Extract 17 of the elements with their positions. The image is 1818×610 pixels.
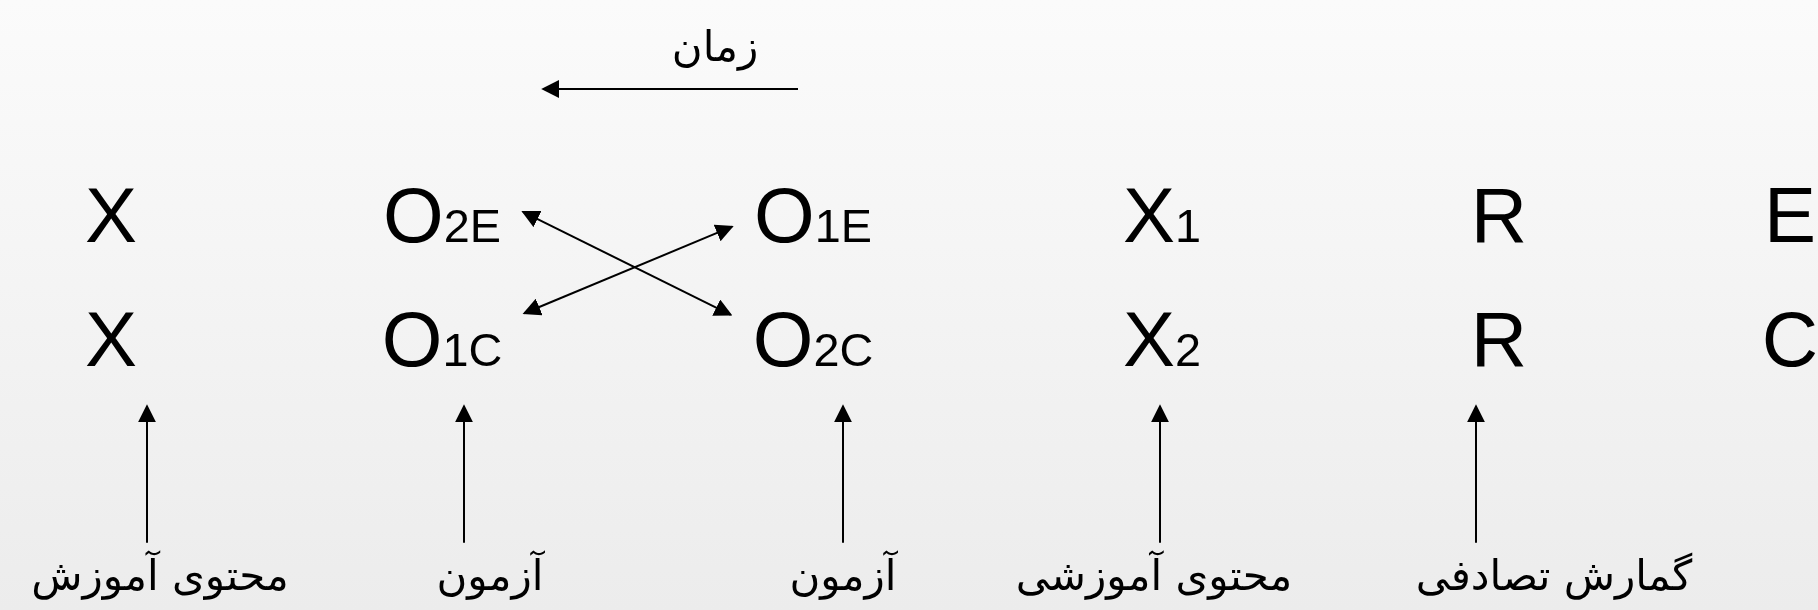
arrow [834, 404, 852, 544]
arrow [1151, 404, 1169, 544]
design-symbol: E [1764, 176, 1816, 254]
caption-text: آزمون [436, 550, 544, 602]
design-symbol: R [1470, 300, 1528, 378]
design-symbol: X [85, 176, 137, 254]
caption-text: گمارش تصادفی [1415, 550, 1693, 602]
caption-text: محتوی آموزشی [1015, 550, 1293, 602]
arrow [455, 404, 473, 544]
design-symbol: R [1470, 176, 1528, 254]
arrow [138, 404, 156, 544]
arrow [1467, 404, 1485, 544]
caption-text: آزمون [789, 550, 897, 602]
axis-label: زمان [671, 21, 759, 71]
design-symbol: X [85, 300, 137, 378]
design-symbol: C [1761, 300, 1818, 378]
caption-text: محتوی آموزش [31, 550, 289, 602]
